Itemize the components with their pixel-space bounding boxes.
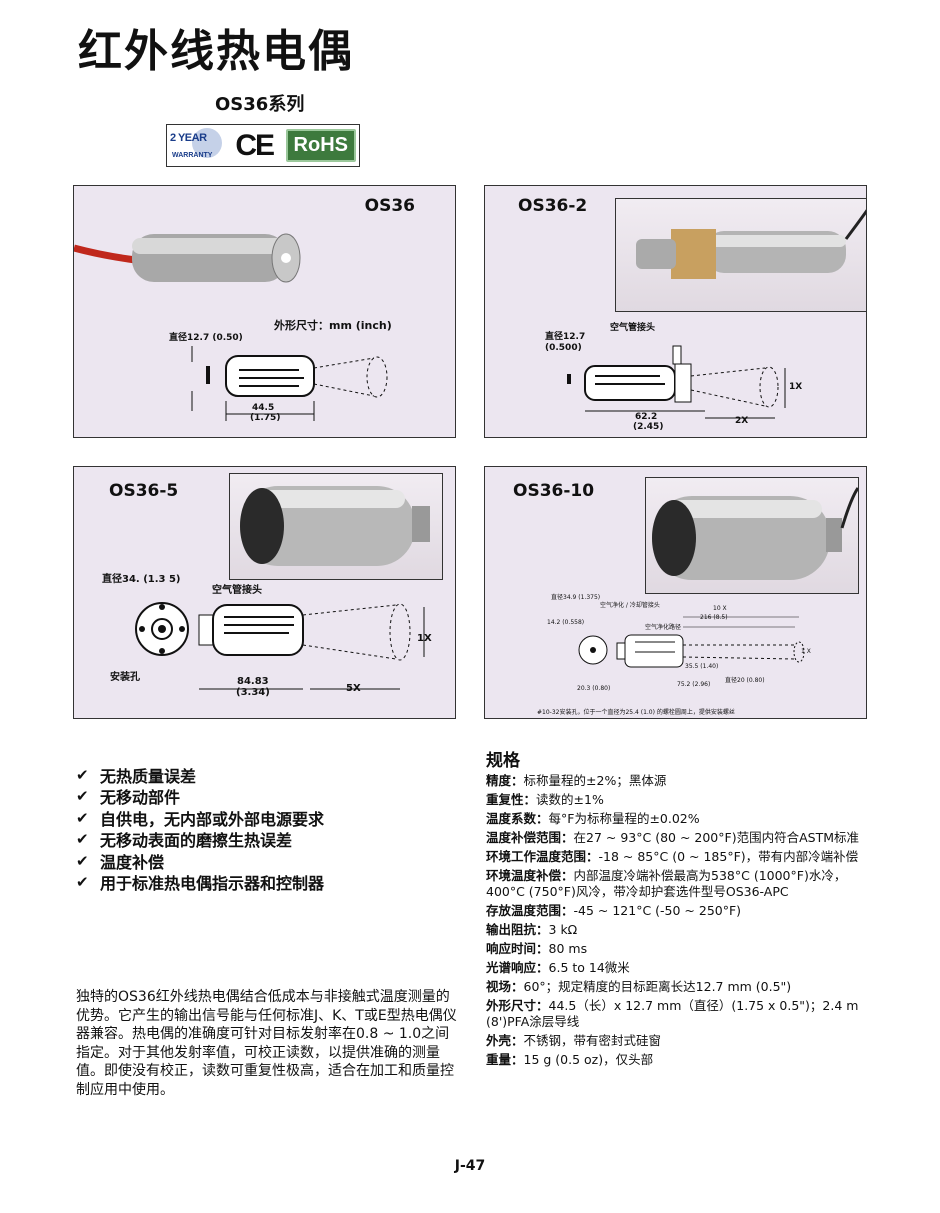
length-label: 44.5 (252, 403, 275, 413)
distance-label: 2X (735, 416, 749, 426)
panel-os36-2: OS36-2 空气管接头 直径12.7 (0.500) 62.2 (2.45) … (484, 185, 867, 438)
rohs-badge: RoHS (285, 129, 356, 162)
length-inch-label: (3.34) (236, 687, 270, 698)
os36-10-photo (645, 477, 859, 594)
feature-item: ✔无移动表面的磨擦生热误差 (76, 830, 293, 851)
warranty-years: 2 YEAR (170, 131, 207, 144)
product-description: 独特的OS36红外线热电偶结合低成本与非接触式温度测量的优势。它产生的输出信号能… (76, 989, 457, 1098)
checkmark-icon: ✔ (76, 808, 89, 827)
checkmark-icon: ✔ (76, 787, 89, 806)
distance-mm-label: 216 (8.5) (700, 614, 728, 621)
dimension-label: 35.5 (1.40) (685, 663, 719, 670)
os36-10-diagram (578, 616, 805, 668)
ce-mark: CE (235, 128, 275, 162)
checkmark-icon: ✔ (76, 873, 89, 892)
os36-5-photo (229, 473, 443, 580)
panel-os36-10: OS36-10 直径34.9 (1.375) 空气净化 / 冷却管接头 10 X… (484, 466, 867, 719)
spec-row: 环境工作温度范围：-18 ~ 85°C (0 ~ 185°F)，带有内部冷端补偿 (486, 849, 859, 864)
spec-row: 温度补偿范围：在27 ~ 93°C (80 ~ 200°F)范围内符合ASTM标… (486, 830, 859, 845)
spec-row: 温度系数：每°F为标称量程的±0.02% (486, 811, 700, 826)
air-fitting-label: 空气管接头 (212, 585, 262, 596)
spec-row: 重复性：读数的±1% (486, 792, 604, 807)
distance-label: 10 X (713, 605, 727, 612)
spec-row: 环境温度补偿：内部温度冷端补偿最高为538°C (1000°F)水冷，400°C… (486, 868, 847, 899)
length-inch-label: (1.75) (250, 413, 281, 423)
spec-row: 外壳：不锈钢，带有密封式硅窗 (486, 1033, 662, 1048)
series-title: OS36系列 (215, 94, 305, 115)
panel-title: OS36-5 (109, 481, 179, 501)
feature-item: ✔无热质量误差 (76, 765, 197, 786)
feature-item: ✔温度补偿 (76, 851, 165, 872)
page-number: J-47 (454, 1158, 486, 1174)
diameter-label: 直径34. (1.3 5) (102, 574, 181, 585)
os36-illustration (74, 233, 388, 421)
air-fitting-label: 空气管接头 (610, 323, 656, 333)
length-label: 62.2 (635, 412, 658, 422)
diameter-inch-label: (0.500) (545, 343, 582, 353)
dimension-label: 14.2 (0.558) (547, 619, 585, 626)
checkmark-icon: ✔ (76, 765, 89, 784)
checkmark-icon: ✔ (76, 851, 89, 870)
certification-badges: 2 YEAR WARRANTY CE RoHS (166, 124, 360, 167)
diameter-label: 直径34.9 (1.375) (551, 594, 601, 601)
spec-row: 响应时间：80 ms (486, 941, 588, 956)
spot-label: 1X (417, 633, 432, 644)
spec-row: 存放温度范围：-45 ~ 121°C (-50 ~ 250°F) (486, 903, 742, 918)
warranty-label: WARRANTY (172, 151, 213, 159)
dimension-label: 75.2 (2.96) (677, 681, 711, 688)
panel-os36: OS36 外形尺寸：mm (inch) 直径12.7 (0.50) 44.5 (… (73, 185, 456, 438)
panel-title: OS36-10 (513, 481, 595, 501)
feature-item: ✔用于标准热电偶指示器和控制器 (76, 873, 325, 894)
length-label: 84.83 (237, 676, 269, 687)
checkmark-icon: ✔ (76, 830, 89, 849)
os36-5-diagram (135, 602, 425, 690)
os36-2-photo (615, 198, 866, 312)
spec-row: 输出阻抗：3 kΩ (486, 922, 578, 937)
spec-row: 外形尺寸：44.5（长）x 12.7 mm（直径）(1.75 x 0.5")；2… (486, 998, 859, 1029)
spec-row: 重量：15 g (0.5 oz)，仅头部 (486, 1052, 654, 1067)
diameter-label: 直径12.7 (0.50) (169, 333, 243, 343)
distance-label: 5X (346, 683, 361, 694)
dimension-label: 直径20 (0.80) (725, 677, 765, 684)
purge-path-label: 空气净化路径 (645, 624, 682, 631)
panel-title: OS36-2 (518, 196, 588, 216)
spec-heading: 规格 (486, 751, 520, 771)
spec-row: 视场：60°；规定精度的目标距离长达12.7 mm (0.5") (486, 979, 792, 994)
specifications: 规格 精度：标称量程的±2%；黑体源 重复性：读数的±1% 温度系数：每°F为标… (486, 746, 860, 1071)
feature-item: ✔无移动部件 (76, 787, 181, 808)
page-title: 红外线热电偶 (78, 26, 354, 77)
os36-2-diagram (567, 345, 786, 419)
purge-fitting-label: 空气净化 / 冷却管接头 (600, 602, 660, 609)
mount-footnote: #10-32安装孔，位于一个直径为25.4 (1.0) 的螺栓圆周上，提供安装螺… (537, 709, 735, 716)
spec-row: 精度：标称量程的±2%；黑体源 (486, 773, 667, 788)
spot-label: 1 X (801, 648, 811, 655)
spec-row: 光谱响应：6.5 to 14微米 (486, 960, 630, 975)
panel-os36-5: OS36-5 直径34. (1.3 5) 空气管接头 安装孔 84.83 (3.… (73, 466, 456, 719)
dimension-note: 外形尺寸：mm (inch) (274, 319, 392, 332)
panel-title: OS36 (364, 196, 415, 216)
feature-item: ✔自供电，无内部或外部电源要求 (76, 808, 325, 829)
mount-hole-label: 安装孔 (110, 672, 140, 683)
length-inch-label: (2.45) (633, 422, 664, 432)
feature-list: ✔无热质量误差 ✔无移动部件 ✔自供电，无内部或外部电源要求 ✔无移动表面的磨擦… (76, 764, 325, 894)
dimension-label: 20.3 (0.80) (577, 685, 611, 692)
spot-label: 1X (789, 382, 803, 392)
warranty-badge: 2 YEAR WARRANTY (170, 127, 223, 164)
diameter-label: 直径12.7 (545, 332, 586, 342)
